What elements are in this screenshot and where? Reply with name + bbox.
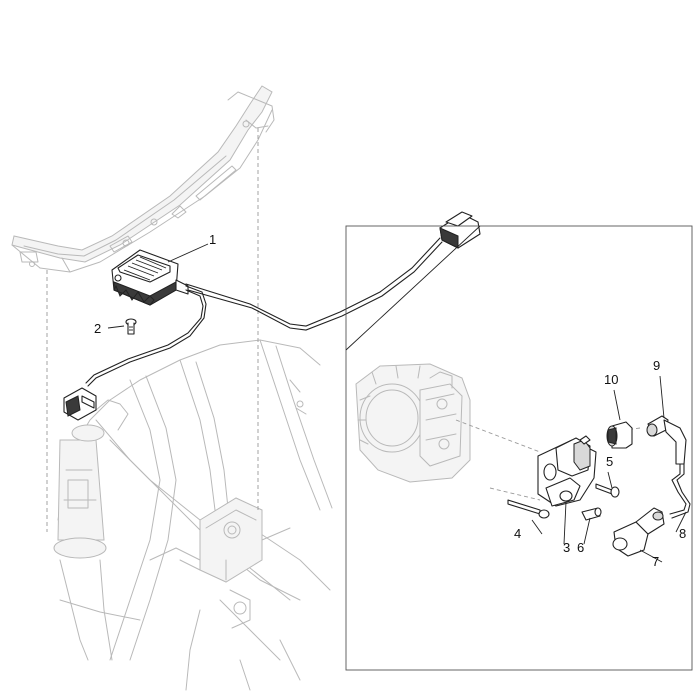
bolt-part-4: [507, 499, 550, 519]
connector-plug-top: [439, 211, 481, 249]
callout-label: 2: [94, 321, 101, 336]
screw-part-2: [125, 318, 137, 335]
callout-label: 6: [577, 540, 584, 555]
callout-label: 3: [563, 540, 570, 555]
pin-part-6: [581, 507, 602, 521]
wiring-harness: [85, 237, 443, 387]
sensor-housing-part-3: [537, 435, 597, 507]
callout-label: 4: [514, 526, 521, 541]
callout-label: 8: [679, 526, 686, 541]
callout-label: 7: [652, 554, 659, 569]
frame-ghost: [11, 85, 333, 691]
callout-label: 1: [209, 232, 216, 247]
callout-label: 10: [604, 372, 618, 387]
alignment-lines: [46, 128, 259, 532]
ht-lead-part-8: [669, 461, 691, 519]
boot-part-10: [606, 421, 633, 449]
screw-part-5: [595, 483, 620, 498]
callout-label: 9: [653, 358, 660, 373]
callout-label: 5: [606, 454, 613, 469]
connector-plug-bottom: [63, 387, 97, 421]
cylinder-head-ghost: [355, 363, 471, 483]
voltage-regulator: [111, 249, 189, 306]
detail-inset-frame: [345, 225, 693, 671]
plug-cap-part-9: [646, 415, 687, 465]
callout-leaders: [107, 243, 687, 563]
plug-cap-part-7: [612, 507, 665, 557]
